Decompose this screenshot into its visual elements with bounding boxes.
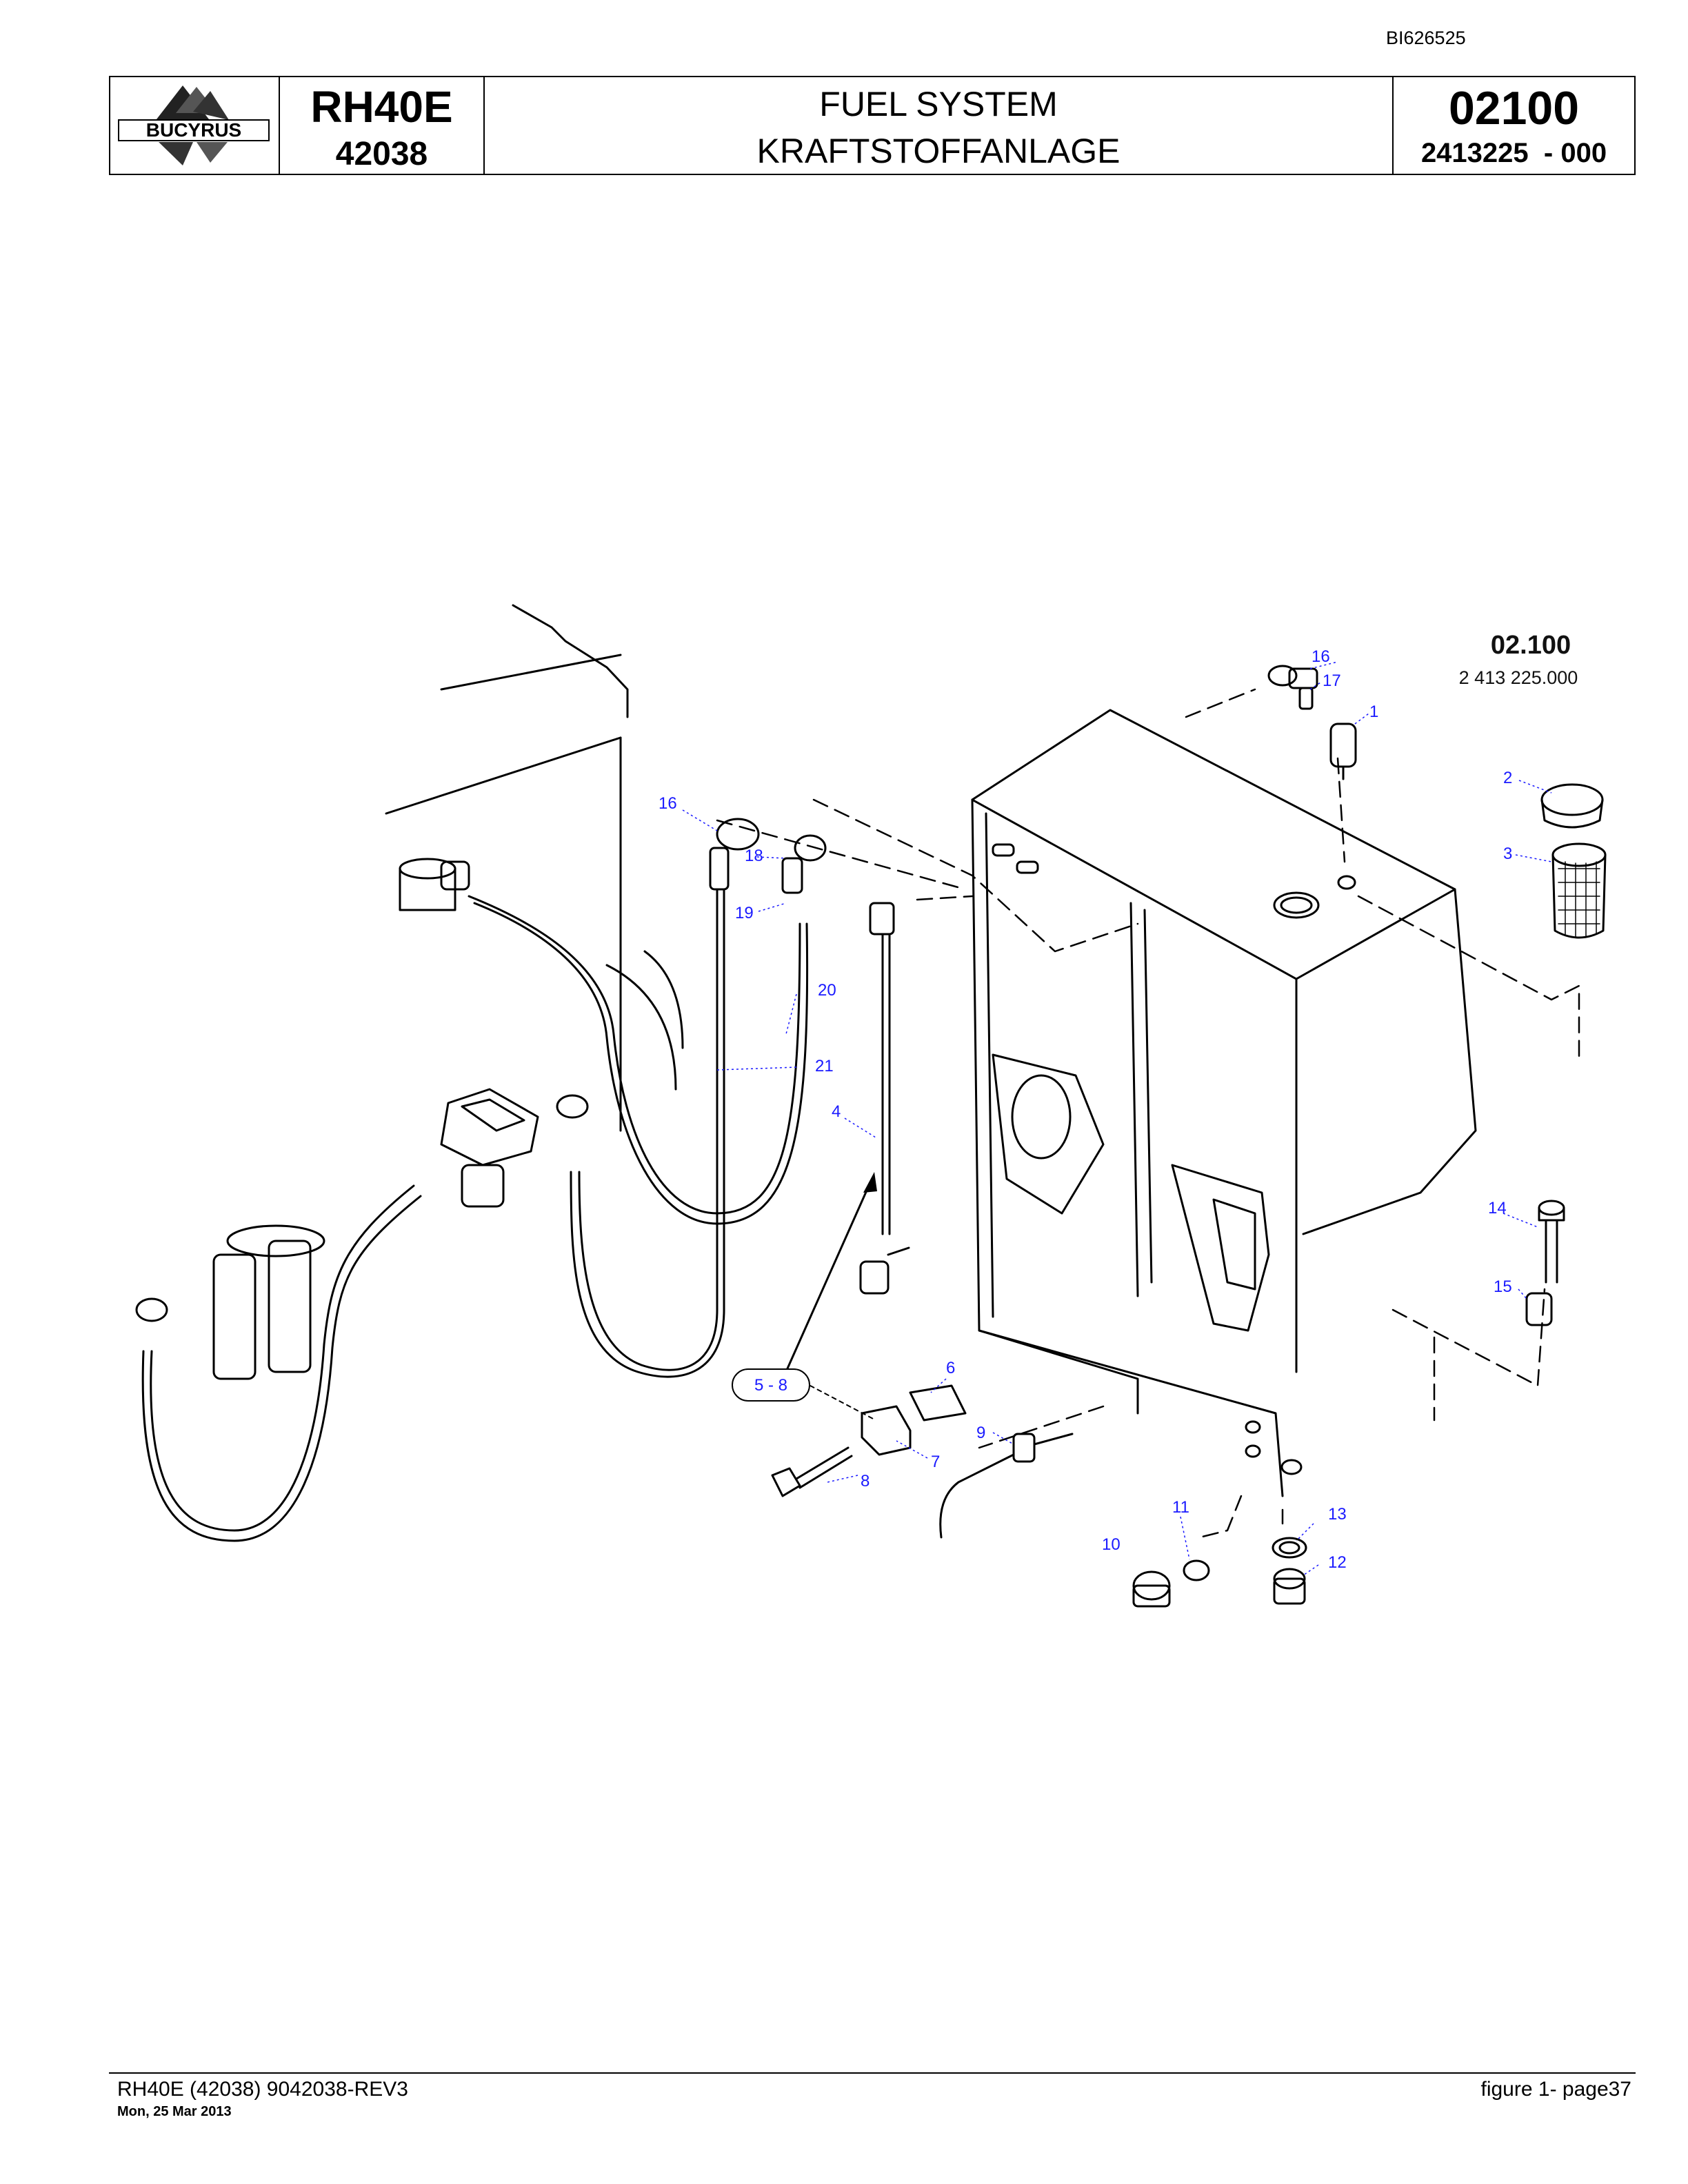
callout-arrow [778,1184,870,1388]
callout-13: 13 [1328,1505,1347,1524]
bucyrus-logo: BUCYRUS [118,85,270,165]
callout-2: 2 [1503,769,1512,787]
level-gauge [859,902,910,1295]
callout-16-left: 16 [659,794,677,813]
callout-16-top: 16 [1312,647,1330,666]
callout-20: 20 [818,981,836,1000]
callout-15: 15 [1494,1277,1512,1296]
document-id: BI626525 [1386,28,1466,48]
callout-11: 11 [1172,1498,1189,1517]
callout-19: 19 [735,904,754,922]
callout-7: 7 [931,1453,940,1471]
callout-10: 10 [1102,1535,1121,1554]
title-cell: FUEL SYSTEM KRAFTSTOFFANLAGE [485,77,1394,174]
callout-5-8: 5 - 8 [754,1376,787,1395]
bolt-and-spacer [1525,1200,1565,1326]
drawing-stamp-code: 02.100 [1491,631,1571,660]
callout-18: 18 [745,847,763,865]
title-block: BUCYRUS RH40E 42038 FUEL SYSTEM KRAFTSTO… [109,76,1636,175]
footer-divider [109,2072,1636,2074]
title-english: FUEL SYSTEM [819,85,1058,123]
callout-14: 14 [1488,1199,1507,1217]
filler-cap-and-strainer [1540,783,1607,939]
model-cell: RH40E 42038 [280,77,485,174]
drain-plugs [1132,1537,1307,1608]
footer-page-ref: figure 1- page37 [1480,2078,1632,2101]
fuel-hoses [141,888,809,1542]
title-german: KRAFTSTOFFANLAGE [756,132,1121,170]
clamp-parts [771,1384,967,1497]
hose-fittings [709,665,1357,894]
callout-6: 6 [946,1359,955,1377]
callout-12: 12 [1328,1553,1347,1572]
part-number: 2413225 - 000 [1420,138,1607,168]
footer-document-ref: RH40E (42038) 9042038-REV3 [117,2078,408,2101]
temperature-sensor [939,1433,1074,1539]
callout-bubble-5-8 [732,1368,810,1402]
fuel-tank [971,709,1477,1497]
logo-text: BUCYRUS [146,119,241,141]
callout-9: 9 [976,1424,985,1442]
section-code: 02100 [1448,82,1580,134]
callout-3: 3 [1503,845,1512,863]
frame-outline [512,604,629,718]
callout-8: 8 [861,1472,870,1490]
footer-date: Mon, 25 Mar 2013 [117,2104,232,2119]
callout-17: 17 [1323,671,1341,690]
fuel-filters [135,858,589,1380]
logo-cell: BUCYRUS [110,77,280,174]
model-name: RH40E [310,82,453,132]
code-cell: 02100 2413225 - 000 [1394,77,1634,174]
model-number: 42038 [335,136,428,172]
drawing-stamp-part: 2 413 225.000 [1459,667,1578,688]
callout-4: 4 [832,1102,841,1121]
callout-1: 1 [1369,702,1378,721]
callout-21: 21 [815,1057,834,1075]
